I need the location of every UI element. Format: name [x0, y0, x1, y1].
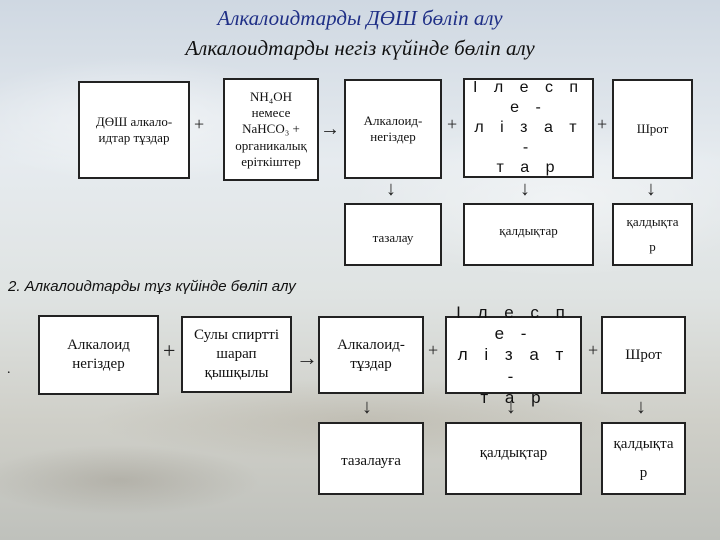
arrow-right-icon: → — [320, 118, 340, 140]
r1-reagent-line1: NH₄OH — [249, 88, 293, 104]
r2-companions-line2: л і з а т - — [457, 345, 570, 386]
arrow-right-icon: → — [296, 345, 318, 370]
page-subtitle: Алкалоидтарды негіз күйінде бөліп алу — [185, 36, 535, 60]
r2-acid-line1: Сулы спиртті — [193, 327, 280, 344]
plus-sign: + — [447, 114, 458, 134]
r2-salts-line1: Алкалоид- — [337, 337, 405, 354]
r1-box-residue: қалдықта р — [612, 203, 693, 266]
dot-mark: . — [7, 362, 11, 377]
page-title: Алкалоидтарды ДӨШ бөліп алу — [217, 6, 503, 30]
r1-box-bases: Алкалоид-негіздер — [344, 79, 442, 179]
r2-salts-line2: тұздар — [350, 356, 392, 372]
r1-box-companions: І л е с п е - л і з а т - т а р — [463, 78, 594, 178]
r2-box-residue: қалдықта р — [601, 422, 686, 495]
arrow-down-icon: ↓ — [506, 396, 516, 418]
arrow-down-icon: ↓ — [646, 178, 656, 200]
plus-sign: + — [588, 340, 599, 360]
r2-residue-line1: қалдықта — [613, 435, 674, 452]
r2-box-shrot: Шрот — [601, 316, 686, 394]
r1-box-salts: ДӨШ алкало-идтар тұздар — [78, 81, 190, 179]
r1-companions-line2: л і з а т - — [474, 119, 583, 156]
r2-box-companions: І л е с п е - л і з а т - т а р — [445, 303, 582, 407]
arrow-down-icon: ↓ — [636, 396, 646, 418]
r1-box-salts-line1: ДӨШ алкало- — [95, 113, 173, 129]
r1-box-reagents: NH₄OH немесе NaHCO₃ + органикалық еріткі… — [223, 78, 319, 181]
r2-acid-line2: шарап — [216, 346, 257, 363]
r1-bases-line2: негіздер — [370, 129, 416, 144]
r1-bases-line1: Алкалоид- — [363, 112, 423, 128]
plus-sign: + — [163, 338, 176, 363]
r2-acid-line3: қышқылы — [204, 364, 269, 381]
r2-box-salts: Алкалоид-тұздар — [318, 316, 424, 394]
r2-shrot-label: Шрот — [625, 346, 662, 363]
r1-box-purify: тазалау — [344, 203, 442, 266]
r1-residues-label: қалдықтар — [499, 223, 558, 238]
r2-box-residues: қалдықтар — [445, 422, 582, 495]
r2-residue-line2: р — [639, 464, 648, 481]
r1-shrot-label: Шрот — [636, 120, 669, 136]
plus-sign: + — [194, 114, 205, 134]
r1-purify-label: тазалау — [372, 229, 414, 245]
r1-box-residues: қалдықтар — [463, 203, 594, 266]
arrow-down-icon: ↓ — [386, 178, 396, 200]
r1-box-salts-line2: идтар тұздар — [98, 130, 170, 145]
r1-reagent-line2: немесе — [251, 105, 291, 121]
r1-residue-line1: қалдықта — [626, 214, 679, 230]
r1-reagent-line3: NaHCO₃ + — [242, 121, 300, 137]
r2-residues-label: қалдықтар — [479, 445, 548, 461]
r2-box-acid: Сулы спиртті шарап қышқылы — [181, 316, 292, 393]
r2-box-bases: Алкалоид негіздер — [38, 315, 159, 395]
section-2-heading: 2. Алкалоидтарды тұз күйінде бөліп алу — [8, 278, 296, 295]
plus-sign: + — [428, 340, 439, 360]
r2-companions-line3: т а р — [480, 387, 547, 407]
r1-residue-line2: р — [649, 238, 656, 254]
r1-reagent-line5: еріткіштер — [241, 153, 301, 169]
r1-companions-line3: т а р — [496, 159, 561, 176]
r1-reagent-line4: органикалық — [235, 137, 307, 153]
r2-box-purify: тазалауға — [318, 422, 424, 495]
r2-companions-line1: І л е с п е - — [456, 302, 571, 344]
plus-sign: + — [597, 114, 608, 134]
r2-purify-label: тазалауға — [341, 453, 401, 470]
arrow-down-icon: ↓ — [520, 178, 530, 200]
r2-bases-line2: негіздер — [72, 356, 125, 372]
arrow-down-icon: ↓ — [362, 396, 372, 418]
r1-box-shrot: Шрот — [612, 79, 693, 179]
r2-bases-line1: Алкалоид — [67, 337, 130, 354]
r1-companions-line1: І л е с п е - — [472, 79, 585, 116]
